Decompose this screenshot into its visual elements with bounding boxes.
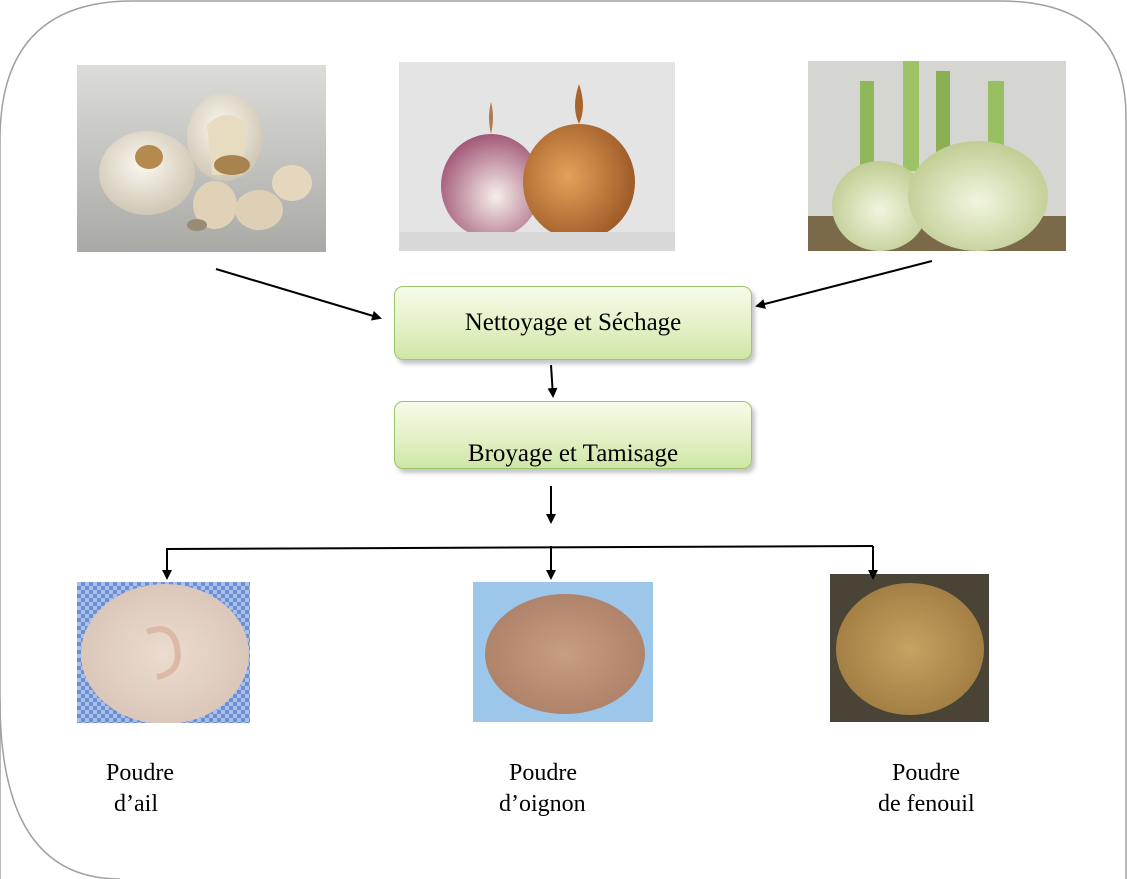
caption-garlic-line2: d’ail <box>104 789 214 820</box>
caption-fennel-line1: Poudre <box>862 758 1002 789</box>
caption-fennel-powder: Poudre de fenouil <box>862 758 1002 820</box>
caption-fennel-line2: de fenouil <box>862 789 1002 820</box>
garlic-powder-photo <box>77 582 250 723</box>
fennel-photo <box>808 61 1066 251</box>
caption-garlic-line1: Poudre <box>104 758 214 789</box>
onion-photo <box>399 62 675 251</box>
caption-onion-line2: d’oignon <box>489 789 619 820</box>
step-grinding-sieving: Broyage et Tamisage <box>394 401 752 469</box>
caption-garlic-powder: Poudre d’ail <box>104 758 214 820</box>
caption-onion-powder: Poudre d’oignon <box>489 758 619 820</box>
fennel-powder-photo <box>830 574 989 722</box>
onion-powder-photo <box>473 582 653 722</box>
step-cleaning-drying: Nettoyage et Séchage <box>394 286 752 360</box>
garlic-photo <box>77 65 326 252</box>
caption-onion-line1: Poudre <box>489 758 619 789</box>
